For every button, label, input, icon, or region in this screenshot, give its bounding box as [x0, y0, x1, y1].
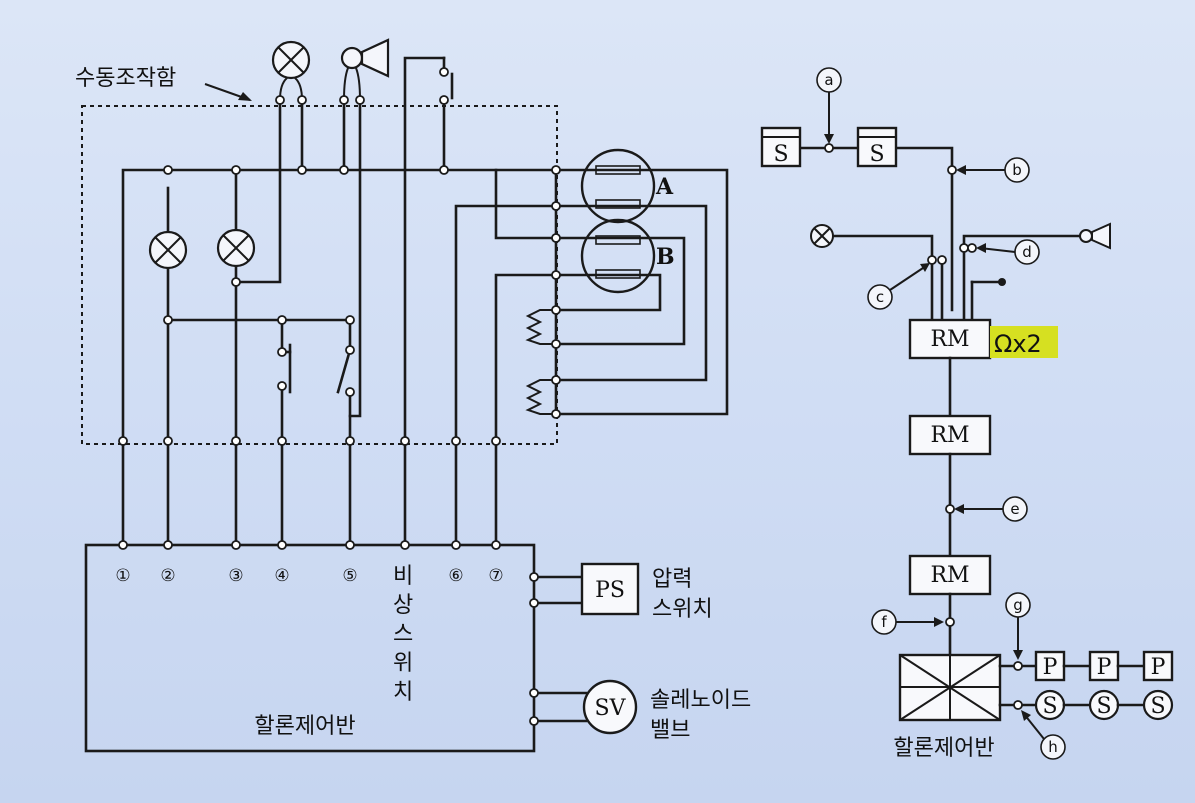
- solenoid-valve-label-1: 솔레노이드: [650, 688, 751, 713]
- callout-f-text: f: [881, 613, 887, 631]
- p-box-2-text: P: [1097, 655, 1112, 680]
- s-circle-3: [1142, 689, 1174, 721]
- terminal-2: ②: [160, 566, 175, 586]
- emergency-switch-char-2: 상: [393, 593, 413, 618]
- solenoid-valve-label-2: 밸브: [650, 718, 690, 743]
- emergency-switch-char-3: 스: [393, 622, 413, 647]
- top-bus-wire: [121, 168, 729, 542]
- lamp-A-label: A: [655, 174, 674, 200]
- lamp-1-icon: [148, 230, 188, 270]
- terminal-1: ①: [115, 566, 130, 586]
- lamp-B-tube-1: [595, 235, 641, 245]
- terminal-7: ⑦: [488, 566, 503, 586]
- lamp-B: [580, 218, 656, 294]
- callout-e-text: e: [1010, 500, 1019, 518]
- indicator-lamp-icon: [271, 40, 311, 101]
- lamp-A: [580, 148, 656, 224]
- highlight-text: Ωx2: [994, 330, 1042, 358]
- emergency-switch-wire: [403, 56, 446, 542]
- highlight-badge: [990, 326, 1058, 358]
- pressure-switch-label-1: 압력: [652, 567, 692, 592]
- p-box-3: [1142, 650, 1174, 682]
- terminal-3: ③: [228, 566, 243, 586]
- solenoid-valve-text: SV: [595, 696, 627, 721]
- junction-nodes-left: [118, 67, 561, 726]
- junction-nodes-right: [824, 143, 1023, 710]
- control-panel-box: [84, 543, 536, 753]
- lamp-branch-wire: [830, 234, 934, 322]
- callout-h: h: [1021, 710, 1066, 760]
- wire-7: [494, 273, 562, 542]
- callout-c-text: c: [876, 288, 884, 306]
- s-box-2: [856, 126, 898, 168]
- buzzer-icon-right: [1079, 222, 1111, 250]
- manual-box-label: 수동조작함: [75, 66, 176, 91]
- emergency-switch-char-5: 치: [393, 680, 413, 705]
- rm-box-3-text: RM: [930, 563, 969, 588]
- terminal-6: ⑥: [448, 566, 463, 586]
- emergency-switch-char-4: 위: [393, 651, 413, 676]
- manual-operation-box: [81, 105, 558, 445]
- buzzer-lead-wire: [348, 98, 362, 418]
- callout-a: a: [816, 67, 842, 144]
- resistor-2: [525, 379, 556, 415]
- wire-7-loop: [558, 273, 662, 312]
- lamp-A-tube-2: [595, 199, 641, 209]
- terminal-5: ⑤: [342, 566, 357, 586]
- callout-f: f: [871, 609, 944, 635]
- p-box-1-text: P: [1043, 655, 1058, 680]
- callout-c: c: [867, 263, 930, 310]
- lamp-lead-wire: [234, 98, 282, 284]
- pressure-switch-text: PS: [595, 578, 625, 603]
- buzzer-branch-wire: [962, 234, 1082, 322]
- callout-b: b: [956, 157, 1030, 183]
- callout-a-text: a: [824, 71, 833, 89]
- pressure-switch-box: [580, 562, 640, 616]
- p-box-3-text: P: [1151, 655, 1166, 680]
- buzzer-icon: [340, 38, 390, 101]
- lamp-icon-right: [810, 224, 834, 248]
- wire-B-loop: [494, 168, 686, 346]
- callout-g-text: g: [1013, 596, 1023, 614]
- right-control-panel-label: 할론제어반: [893, 736, 994, 761]
- callout-b-text: b: [1012, 161, 1022, 179]
- lamp-B-tube-2: [595, 269, 641, 279]
- rm-box-2: [908, 414, 992, 456]
- callout-e: e: [954, 496, 1028, 522]
- rm-box-2-text: RM: [930, 423, 969, 448]
- control-panel-label: 할론제어반: [254, 714, 355, 739]
- callout-h-text: h: [1048, 738, 1058, 756]
- s-circle-2-text: S: [1096, 694, 1111, 719]
- p-box-1: [1034, 650, 1066, 682]
- s-circle-3-text: S: [1150, 694, 1165, 719]
- callout-g: g: [1005, 592, 1031, 660]
- emergency-switch-char-1: 비: [393, 564, 413, 589]
- wire-6: [454, 204, 708, 542]
- terminal-dot: [998, 278, 1006, 286]
- callout-d: d: [976, 239, 1040, 265]
- s-circle-1-text: S: [1042, 694, 1057, 719]
- wire-2: [166, 318, 352, 542]
- s-box-1: [760, 126, 802, 168]
- callout-d-text: d: [1022, 243, 1032, 261]
- rm-box-1-text: RM: [930, 327, 969, 352]
- terminal-4: ④: [274, 566, 289, 586]
- pressure-switch-label-2: 스위치: [652, 597, 713, 622]
- s-box-1-text: S: [773, 142, 788, 167]
- s-box-2-text: S: [869, 142, 884, 167]
- solenoid-valve-circle: [582, 679, 638, 735]
- lamp-2-icon: [216, 228, 256, 268]
- resistor-1: [525, 309, 556, 345]
- rm-box-3: [908, 554, 992, 596]
- arrow-head-icon: [238, 92, 252, 101]
- lamp-A-tube-1: [595, 165, 641, 175]
- s-to-rm-wire: [894, 146, 954, 312]
- lamp-B-label: B: [656, 244, 675, 270]
- switch5-blade: [336, 348, 352, 394]
